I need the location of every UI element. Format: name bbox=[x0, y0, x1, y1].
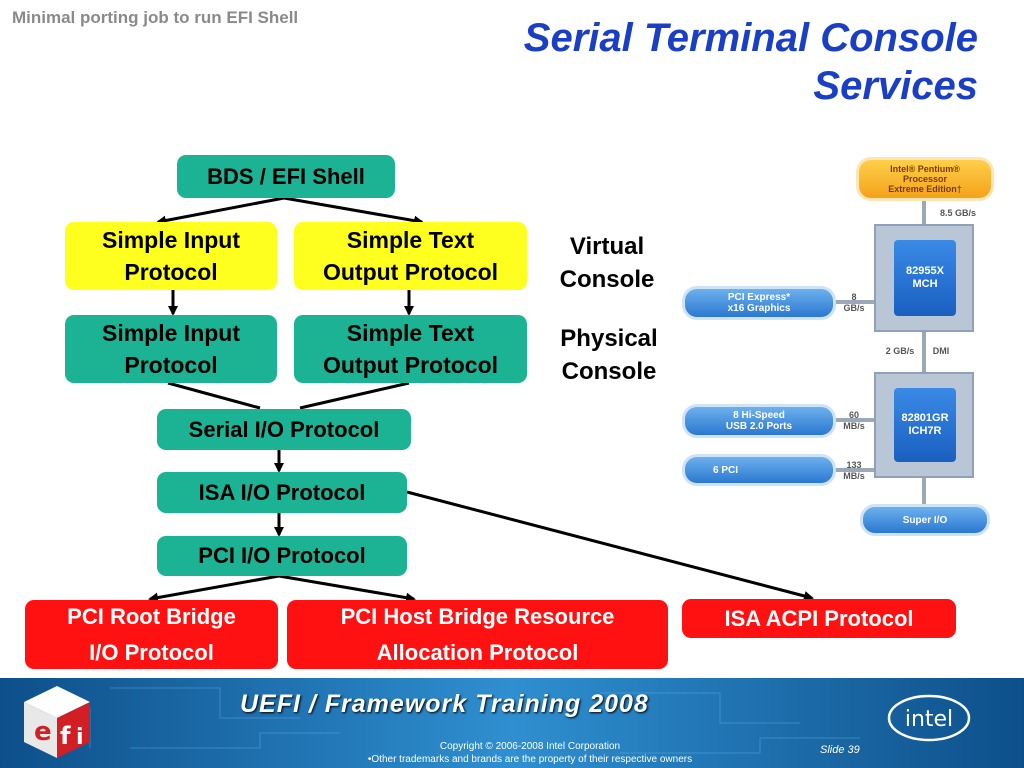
serial-io-protocol-box: Serial I/O Protocol bbox=[157, 409, 411, 450]
usb-bw-line-1: 60 bbox=[848, 410, 859, 420]
efi-letter-i: i bbox=[76, 725, 84, 750]
serial-io-label: Serial I/O Protocol bbox=[188, 416, 380, 442]
usb-ports-pill: 8 Hi-Speed USB 2.0 Ports bbox=[682, 404, 836, 438]
pci-io-label: PCI I/O Protocol bbox=[198, 543, 366, 568]
arrow-bds-to-output bbox=[283, 196, 424, 226]
intel-logo-swoosh bbox=[887, 694, 971, 742]
footer-banner bbox=[0, 678, 1024, 768]
virtual-output-line-1: Simple Text bbox=[346, 227, 475, 253]
ich-chip-core: 82801GR ICH7R bbox=[894, 388, 956, 462]
usb-line-1: 8 Hi-Speed bbox=[733, 410, 785, 421]
pcie-line-1: PCI Express* bbox=[727, 292, 791, 303]
physical-input-line-2: Protocol bbox=[124, 352, 218, 378]
super-io-pill: Super I/O bbox=[860, 504, 990, 536]
isa-acpi-label: ISA ACPI Protocol bbox=[724, 605, 914, 631]
slide-subtitle: Minimal porting job to run EFI Shell bbox=[12, 8, 299, 27]
physical-label-line-2: Console bbox=[561, 358, 657, 385]
intel-logo-text: intel bbox=[905, 707, 953, 732]
uefi-logo-cubes: e f i bbox=[24, 686, 90, 758]
bds-label: BDS / EFI Shell bbox=[207, 163, 365, 189]
fsb-bandwidth: 8.5 GB/s bbox=[939, 208, 977, 218]
arrow-pci-to-host bbox=[278, 574, 416, 603]
pci-bw-line-2: MB/s bbox=[843, 471, 865, 481]
footer-title: UEFI / Framework Training 2008 bbox=[240, 690, 649, 718]
arrow-bds-to-input bbox=[156, 196, 285, 226]
virtual-input-line-2: Protocol bbox=[124, 259, 218, 285]
ich-line-1: 82801GR bbox=[901, 412, 949, 424]
title-line-1: Serial Terminal Console bbox=[523, 16, 978, 60]
isa-io-label: ISA I/O Protocol bbox=[198, 479, 366, 505]
ich-chip: 82801GR ICH7R bbox=[874, 372, 974, 478]
pci-root-bridge-box: PCI Root Bridge I/O Protocol bbox=[25, 600, 278, 669]
line-output-to-serial bbox=[299, 381, 410, 410]
virtual-simple-input-box: Simple Input Protocol bbox=[65, 222, 277, 290]
physical-input-line-1: Simple Input bbox=[102, 320, 240, 346]
virtual-label-line-2: Console bbox=[559, 266, 655, 293]
pcie-bw-line-1: 8 bbox=[851, 292, 857, 302]
usb-line-2: USB 2.0 Ports bbox=[725, 421, 793, 432]
slide-number: Slide 39 bbox=[820, 744, 860, 756]
mch-chip: 82955X MCH bbox=[874, 224, 974, 332]
pci-bandwidth: 133 MB/s bbox=[838, 460, 870, 482]
pci-host-line-2: Allocation Protocol bbox=[376, 639, 579, 665]
physical-simple-input-box: Simple Input Protocol bbox=[65, 315, 277, 383]
slide-title: Serial Terminal Console Services bbox=[378, 14, 978, 110]
cpu-pill: Intel® Pentium® Processor Extreme Editio… bbox=[856, 157, 994, 201]
virtual-input-line-1: Simple Input bbox=[102, 227, 240, 253]
pci-root-line-1: PCI Root Bridge bbox=[67, 603, 236, 629]
pci-host-bridge-resource-box: PCI Host Bridge Resource Allocation Prot… bbox=[287, 600, 668, 669]
line-input-to-serial bbox=[167, 381, 261, 410]
mch-line-1: 82955X bbox=[906, 265, 944, 277]
pci-express-pill: PCI Express* x16 Graphics bbox=[682, 286, 836, 320]
cpu-line-3: Extreme Edition† bbox=[888, 184, 962, 194]
chipset-links bbox=[834, 200, 926, 506]
mch-line-2: MCH bbox=[912, 278, 938, 290]
arrow-pci-to-root bbox=[148, 574, 280, 603]
pci-bw-line-1: 133 bbox=[846, 460, 862, 470]
dmi-label: DMI bbox=[932, 346, 950, 356]
mch-chip-core: 82955X MCH bbox=[894, 240, 956, 316]
physical-output-line-2: Output Protocol bbox=[322, 352, 499, 378]
virtual-output-line-2: Output Protocol bbox=[322, 259, 499, 285]
cpu-line-1: Intel® Pentium® bbox=[890, 164, 960, 174]
pcie-line-2: x16 Graphics bbox=[727, 303, 791, 314]
copyright-line-1: Copyright © 2006-2008 Intel Corporation bbox=[439, 741, 621, 752]
pci-io-protocol-box: PCI I/O Protocol bbox=[157, 536, 407, 576]
physical-simple-text-output-box: Simple Text Output Protocol bbox=[294, 315, 527, 383]
isa-io-protocol-box: ISA I/O Protocol bbox=[157, 472, 407, 513]
virtual-label-line-1: Virtual bbox=[569, 233, 645, 260]
usb-bw-line-2: MB/s bbox=[843, 421, 865, 431]
cpu-line-2: Processor bbox=[902, 174, 948, 184]
efi-letter-e: e bbox=[34, 717, 52, 747]
pcie-bw-line-2: GB/s bbox=[843, 303, 865, 313]
physical-console-label: Physical Console bbox=[548, 322, 670, 388]
title-line-2: Services bbox=[813, 64, 978, 108]
pci-root-line-2: I/O Protocol bbox=[89, 639, 214, 665]
arrow-isa-to-acpi bbox=[406, 490, 814, 601]
pci-slots-pill: 6 PCI bbox=[682, 454, 836, 486]
copyright-line-2: •Other trademarks and brands are the pro… bbox=[367, 754, 693, 765]
isa-acpi-protocol-box: ISA ACPI Protocol bbox=[682, 599, 956, 638]
pcie-bandwidth: 8 GB/s bbox=[838, 292, 870, 314]
intel-logo: intel bbox=[887, 694, 971, 742]
super-io-label: Super I/O bbox=[902, 514, 948, 526]
virtual-simple-text-output-box: Simple Text Output Protocol bbox=[294, 222, 527, 290]
footer-copyright: Copyright © 2006-2008 Intel Corporation … bbox=[320, 740, 740, 766]
pci-host-line-1: PCI Host Bridge Resource bbox=[340, 603, 615, 629]
virtual-console-label: Virtual Console bbox=[548, 230, 666, 296]
physical-output-line-1: Simple Text bbox=[346, 320, 475, 346]
dmi-bandwidth: 2 GB/s bbox=[885, 346, 915, 356]
efi-letter-f: f bbox=[60, 722, 71, 750]
bds-efi-shell-box: BDS / EFI Shell bbox=[177, 155, 395, 198]
physical-label-line-1: Physical bbox=[560, 325, 658, 352]
ich-line-2: ICH7R bbox=[908, 425, 942, 437]
pci-slots-label: 6 PCI bbox=[713, 464, 739, 476]
usb-bandwidth: 60 MB/s bbox=[838, 410, 870, 432]
uefi-logo: e f i bbox=[24, 686, 90, 758]
